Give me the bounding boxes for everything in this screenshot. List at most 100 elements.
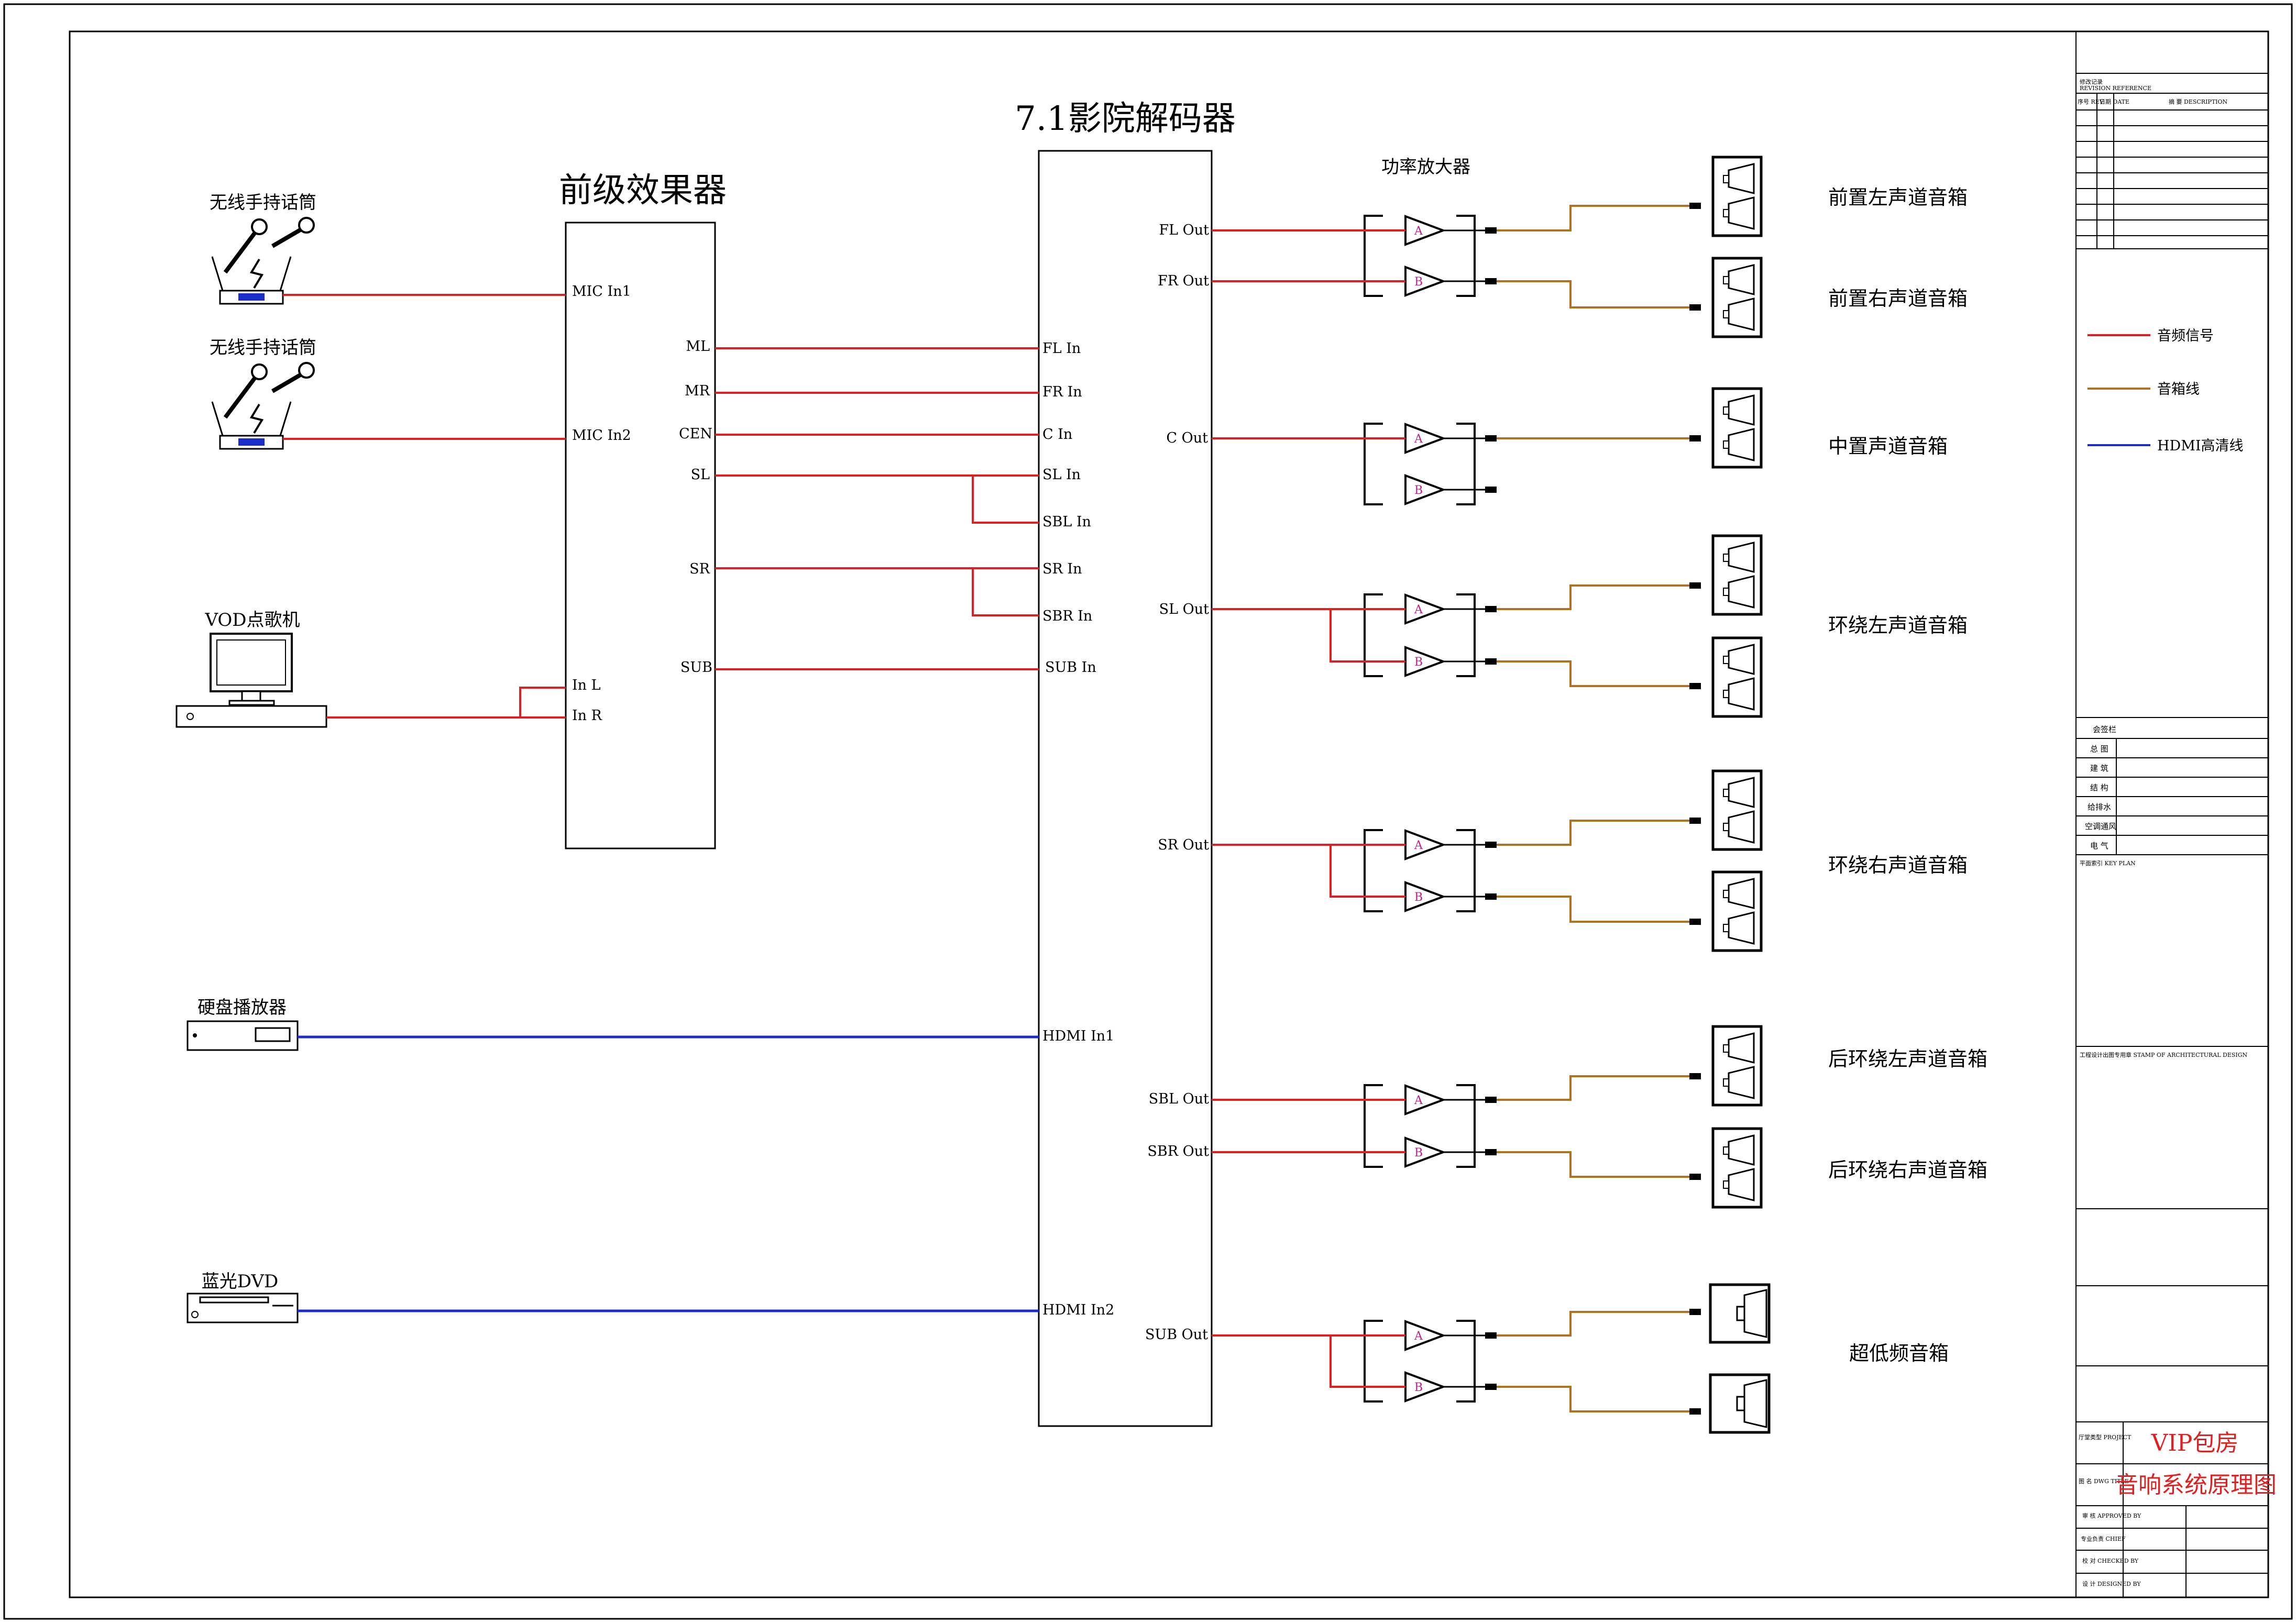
speaker-center: [1711, 387, 1763, 469]
amp-channel-a: A: [1404, 593, 1497, 625]
speaker-surround-right-1: [1711, 769, 1763, 851]
amp-channel-a: A: [1404, 423, 1497, 454]
preamp-box: [565, 222, 716, 849]
decoder-title: 7.1影院解码器: [1015, 100, 1236, 138]
wire-vod-inl: [326, 687, 566, 719]
revision-subtitle: REVISION REFERENCE: [2080, 85, 2151, 92]
approved-label: 审 核 APPROVED BY: [2082, 1512, 2141, 1519]
speaker-surround-right-2: [1711, 870, 1763, 952]
sign-title: 会签栏: [2093, 725, 2116, 734]
amp-channel-label: B: [1414, 1381, 1423, 1394]
legend: 音频信号 音箱线 HDMI高清线: [2088, 328, 2244, 454]
receiver-icon: [211, 256, 292, 305]
decoder-box: [1038, 150, 1213, 1427]
decoder-output-sl: SL Out: [1159, 601, 1210, 617]
speaker-front-left: [1711, 156, 1763, 237]
speaker-wire-subwoofer-b: [1497, 1386, 1689, 1412]
audio-signal-wires: [283, 294, 1039, 719]
drawing-label: 图 名 DWG TITLE: [2079, 1477, 2129, 1485]
amp-output-jack: [1485, 278, 1497, 284]
legend-speaker-wire: 音箱线: [2157, 381, 2200, 398]
amp-output-jack: [1485, 487, 1497, 493]
preamp-output-sub: SUB: [680, 659, 712, 676]
speaker-label-center: 中置声道音箱: [1828, 435, 1948, 458]
speaker-label-subwoofer: 超低频音箱: [1849, 1342, 1949, 1365]
speaker-wire-subwoofer-a: [1497, 1311, 1689, 1337]
amp-output-jack: [1485, 1097, 1497, 1103]
microphone-icon: [223, 217, 315, 289]
amp-output-jack: [1485, 1384, 1497, 1390]
decoder-input-sbr: SBR In: [1042, 608, 1092, 624]
discipline-electrical: 电 气: [2090, 841, 2108, 851]
amp-channel-a: A: [1404, 1084, 1497, 1116]
speaker-wire-surround-left-a: [1497, 584, 1689, 610]
amp-channel-a: A: [1404, 1320, 1497, 1351]
designed-label: 设 计 DESIGNED BY: [2082, 1581, 2141, 1587]
preamp-output-sl: SL: [691, 467, 710, 483]
speakers: [1709, 156, 1771, 1434]
discipline-general: 总 图: [2090, 744, 2108, 754]
stamp-label: 工程设计出图专用章 STAMP OF ARCHITECTURAL DESIGN: [2080, 1051, 2248, 1058]
amp-rear: [1364, 1084, 1476, 1168]
amp-channel-label: A: [1414, 839, 1423, 852]
speaker-input-jack: [1689, 683, 1701, 689]
decoder-output-sr: SR Out: [1158, 837, 1209, 853]
decoder-input-c: C In: [1042, 426, 1072, 443]
preamp-input-l: In L: [572, 677, 601, 693]
amp-center: [1364, 423, 1476, 505]
speaker-surround-left-1: [1711, 534, 1763, 616]
wire-sr-sbrin: [972, 568, 1039, 616]
rev-col-rev: 序号 REV: [2078, 98, 2104, 105]
speaker-input-jack: [1689, 1073, 1701, 1079]
amp-channel-label: B: [1414, 275, 1423, 289]
speaker-wire-surround-right-b: [1497, 896, 1689, 923]
amp-output-jack: [1485, 435, 1497, 441]
discipline-hvac: 空调通风: [2085, 822, 2116, 831]
amp-output-jack: [1485, 227, 1497, 234]
decoder-input-hdmi1: HDMI In1: [1042, 1028, 1114, 1044]
amp-output-jack: [1485, 1149, 1497, 1155]
amp-channel-b: B: [1404, 474, 1497, 505]
hdd-label: 硬盘播放器: [197, 997, 287, 1018]
amp-output-jack: [1485, 606, 1497, 612]
speaker-input-jack: [1689, 818, 1701, 824]
speaker-label-surround-left: 环绕左声道音箱: [1828, 614, 1968, 637]
speaker-subwoofer-1: [1709, 1283, 1771, 1344]
preamp-title: 前级效果器: [559, 171, 727, 210]
preamp-output-sr: SR: [689, 561, 710, 577]
revision-title: 修改记录: [2080, 78, 2103, 85]
decoder-output-sbr: SBR Out: [1147, 1143, 1209, 1160]
hdd-player-icon: [186, 1020, 299, 1051]
speaker-wire-surround-left-b: [1497, 660, 1689, 687]
discipline-architecture: 建 筑: [2090, 764, 2108, 773]
vod-label: VOD点歌机: [204, 610, 300, 631]
amp-front: [1364, 215, 1476, 297]
speaker-wire-rear-right: [1497, 1151, 1689, 1178]
microphone-icon: [223, 362, 315, 434]
amp-channel-label: B: [1414, 891, 1423, 904]
amp-channel-label: A: [1414, 433, 1423, 446]
amp-channel-b: B: [1404, 1371, 1497, 1403]
amp-channel-label: A: [1414, 1094, 1423, 1107]
decoder-output-fl: FL Out: [1159, 222, 1209, 238]
amp-channel-label: B: [1414, 484, 1423, 497]
amp-channel-b: B: [1404, 266, 1497, 297]
amp-channel-b: B: [1404, 646, 1497, 677]
speaker-input-jack: [1689, 304, 1701, 311]
amp-output-jack: [1485, 1332, 1497, 1339]
amp-output-jack: [1485, 893, 1497, 900]
amp-output-jack: [1485, 842, 1497, 848]
speaker-subwoofer-2: [1709, 1373, 1771, 1434]
decoder-input-sbl: SBL In: [1042, 514, 1091, 530]
speaker-input-jack: [1689, 1408, 1701, 1415]
speaker-wire-rear-left: [1497, 1075, 1689, 1101]
decoder-input-sub: SUB In: [1045, 659, 1096, 676]
amp-channel-a: A: [1404, 215, 1497, 246]
amp-surround-right: [1364, 829, 1476, 912]
cinema-decoder: 7.1影院解码器 FL In FR In C In SL In SBL In S…: [1015, 100, 1236, 1427]
amp-subwoofer: [1364, 1320, 1476, 1403]
decoder-output-c: C Out: [1166, 430, 1208, 446]
speaker-input-jack: [1689, 919, 1701, 925]
speaker-input-jack: [1689, 1309, 1701, 1315]
